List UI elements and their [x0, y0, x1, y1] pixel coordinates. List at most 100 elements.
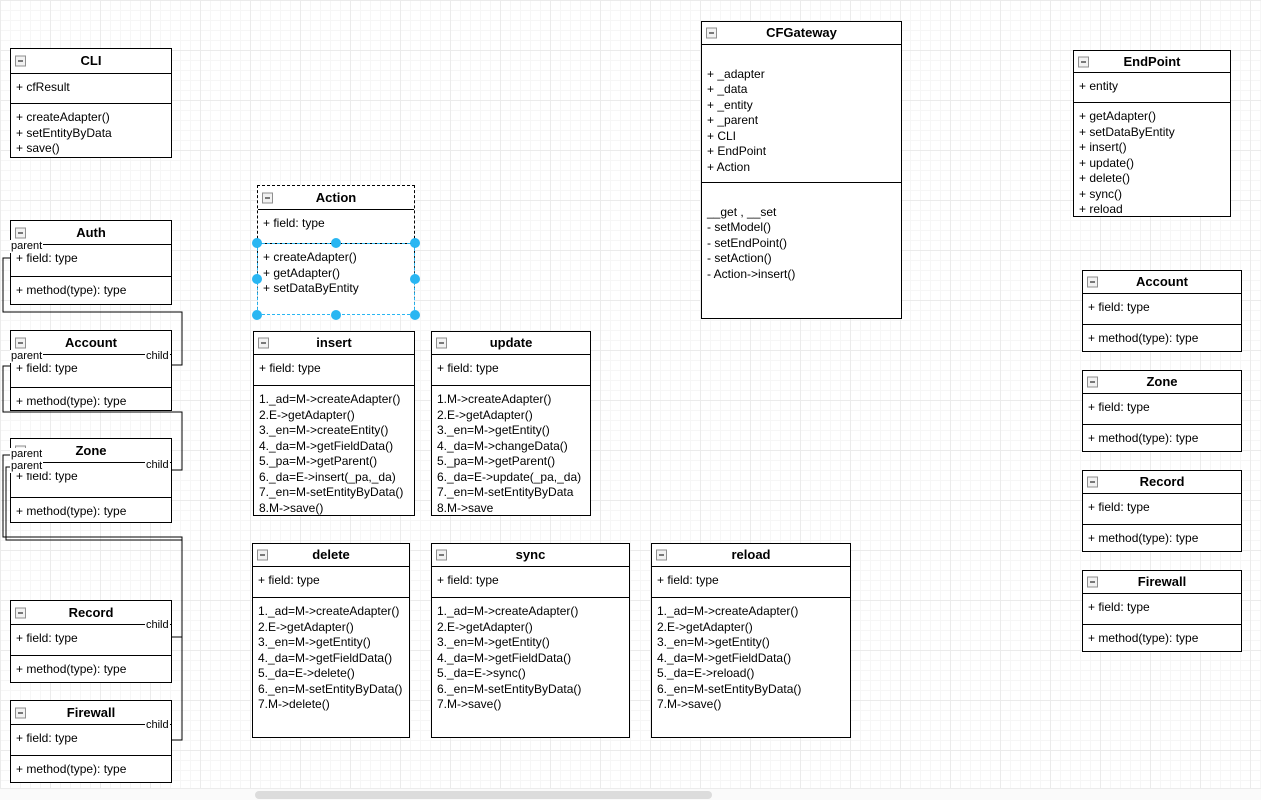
horizontal-scrollbar-thumb[interactable]: [255, 791, 712, 799]
attribute-line: + field: type: [657, 573, 719, 587]
horizontal-scrollbar[interactable]: [0, 788, 1261, 800]
attribute-line: + field: type: [16, 631, 78, 645]
collapse-icon[interactable]: [656, 549, 667, 561]
methods-section: + method(type): type: [11, 498, 171, 522]
class-box-record-left[interactable]: Record+ field: type+ method(type): type: [10, 600, 172, 683]
class-box-firewall-left[interactable]: Firewall+ field: type+ method(type): typ…: [10, 700, 172, 783]
collapse-icon[interactable]: [15, 607, 26, 618]
class-box-action[interactable]: Action+ field: type+ createAdapter()+ ge…: [257, 185, 415, 315]
edge-label-child[interactable]: child: [145, 619, 170, 632]
method-line: - setEndPoint(): [707, 235, 788, 250]
selection-handle[interactable]: [410, 310, 420, 320]
class-box-account-left[interactable]: Account+ field: type+ method(type): type: [10, 330, 172, 411]
methods-section: __get , __set- setModel()- setEndPoint()…: [702, 183, 901, 318]
class-box-cfgateway[interactable]: CFGateway+ _adapter+ _data+ _entity+ _pa…: [701, 21, 902, 319]
class-box-record-right[interactable]: Record+ field: type+ method(type): type: [1082, 470, 1242, 552]
collapse-icon[interactable]: [436, 337, 447, 349]
method-line: - Action->insert(): [707, 266, 796, 281]
edge-record-to-zone[interactable]: [2, 454, 183, 638]
method-line: 1._ad=M->createAdapter(): [437, 604, 579, 618]
attribute-line: + entity: [1079, 79, 1119, 93]
edge-label-parent[interactable]: parent: [10, 448, 44, 461]
collapse-icon[interactable]: [15, 707, 26, 718]
collapse-icon[interactable]: [706, 27, 717, 39]
attribute-line: + EndPoint: [707, 144, 767, 158]
method-line: __get , __set: [707, 204, 777, 219]
method-line: 3._en=M->getEntity(): [657, 635, 770, 649]
selection-handle[interactable]: [410, 274, 420, 284]
class-title: delete: [312, 547, 350, 562]
method-line: + save(): [16, 141, 60, 155]
edge-label-parent[interactable]: parent: [10, 350, 44, 363]
edge-label-parent[interactable]: parent: [10, 240, 44, 253]
methods-section: + method(type): type: [11, 656, 171, 682]
method-line: + method(type): type: [16, 283, 127, 297]
collapse-icon[interactable]: [15, 337, 26, 348]
class-box-cli[interactable]: CLI+ cfResult+ createAdapter()+ setEntit…: [10, 48, 172, 158]
collapse-icon[interactable]: [1087, 376, 1098, 388]
edge-zone-to-account[interactable]: [2, 365, 183, 471]
selection-handle[interactable]: [252, 238, 262, 248]
methods-section: + method(type): type: [11, 756, 171, 782]
class-title: CLI: [80, 53, 102, 68]
edge-label-parent[interactable]: parent: [10, 460, 44, 473]
edge-label-child[interactable]: child: [145, 459, 170, 472]
collapse-icon[interactable]: [258, 337, 269, 349]
method-line: 4._da=M->getFieldData(): [258, 650, 393, 665]
selection-handle[interactable]: [331, 310, 341, 320]
attributes-section: + field: type: [254, 355, 414, 386]
method-line: 2.E->getAdapter(): [259, 407, 355, 422]
method-line: + method(type): type: [1088, 531, 1199, 545]
selection-handle[interactable]: [252, 274, 262, 284]
method-line: 5._da=E->delete(): [258, 666, 355, 680]
method-line: + method(type): type: [1088, 631, 1199, 645]
method-line: + method(type): type: [1088, 431, 1199, 445]
collapse-icon[interactable]: [1087, 576, 1098, 588]
methods-section: + createAdapter()+ getAdapter()+ setData…: [258, 244, 414, 314]
collapse-icon[interactable]: [1078, 56, 1089, 67]
class-title: sync: [515, 547, 546, 562]
selection-handle[interactable]: [331, 238, 341, 248]
class-box-firewall-right[interactable]: Firewall+ field: type+ method(type): typ…: [1082, 570, 1242, 652]
method-line: 2.E->getAdapter(): [657, 619, 753, 634]
edge-label-child[interactable]: child: [145, 719, 170, 732]
method-line: 4._da=M->getFieldData(): [437, 650, 572, 665]
method-line: 6._en=M-setEntityByData(): [258, 681, 403, 696]
class-box-account-right[interactable]: Account+ field: type+ method(type): type: [1082, 270, 1242, 352]
class-box-auth[interactable]: Auth+ field: type+ method(type): type: [10, 220, 172, 305]
attributes-section: + field: type: [652, 567, 850, 598]
edge-account-to-auth[interactable]: [2, 257, 183, 366]
collapse-icon[interactable]: [15, 55, 26, 67]
attribute-line: [707, 51, 899, 67]
class-box-zone-right[interactable]: Zone+ field: type+ method(type): type: [1082, 370, 1242, 452]
selection-handle[interactable]: [410, 238, 420, 248]
collapse-icon[interactable]: [15, 227, 26, 238]
collapse-icon[interactable]: [1087, 276, 1098, 288]
class-box-endpoint[interactable]: EndPoint+ entity+ getAdapter()+ setDataB…: [1073, 50, 1231, 217]
selection-handle[interactable]: [252, 310, 262, 320]
collapse-icon[interactable]: [262, 192, 273, 203]
edge-label-child[interactable]: child: [145, 350, 170, 363]
class-title-bar: update: [432, 332, 590, 355]
collapse-icon[interactable]: [257, 549, 268, 561]
collapse-icon[interactable]: [436, 549, 447, 561]
methods-section: 1._ad=M->createAdapter()2.E->getAdapter(…: [253, 598, 409, 737]
attribute-line: + field: type: [437, 361, 499, 375]
methods-section: + method(type): type: [11, 277, 171, 304]
class-title-bar: Auth: [11, 221, 171, 245]
method-line: + delete(): [1079, 171, 1131, 185]
attributes-section: + field: type: [1083, 294, 1241, 325]
edge-firewall-to-zone[interactable]: [5, 466, 183, 741]
method-line: 2.E->getAdapter(): [258, 619, 354, 634]
attribute-line: + field: type: [1088, 400, 1150, 414]
collapse-icon[interactable]: [1087, 476, 1098, 488]
attributes-section: + field: type: [253, 567, 409, 598]
class-title-bar: Account: [1083, 271, 1241, 294]
